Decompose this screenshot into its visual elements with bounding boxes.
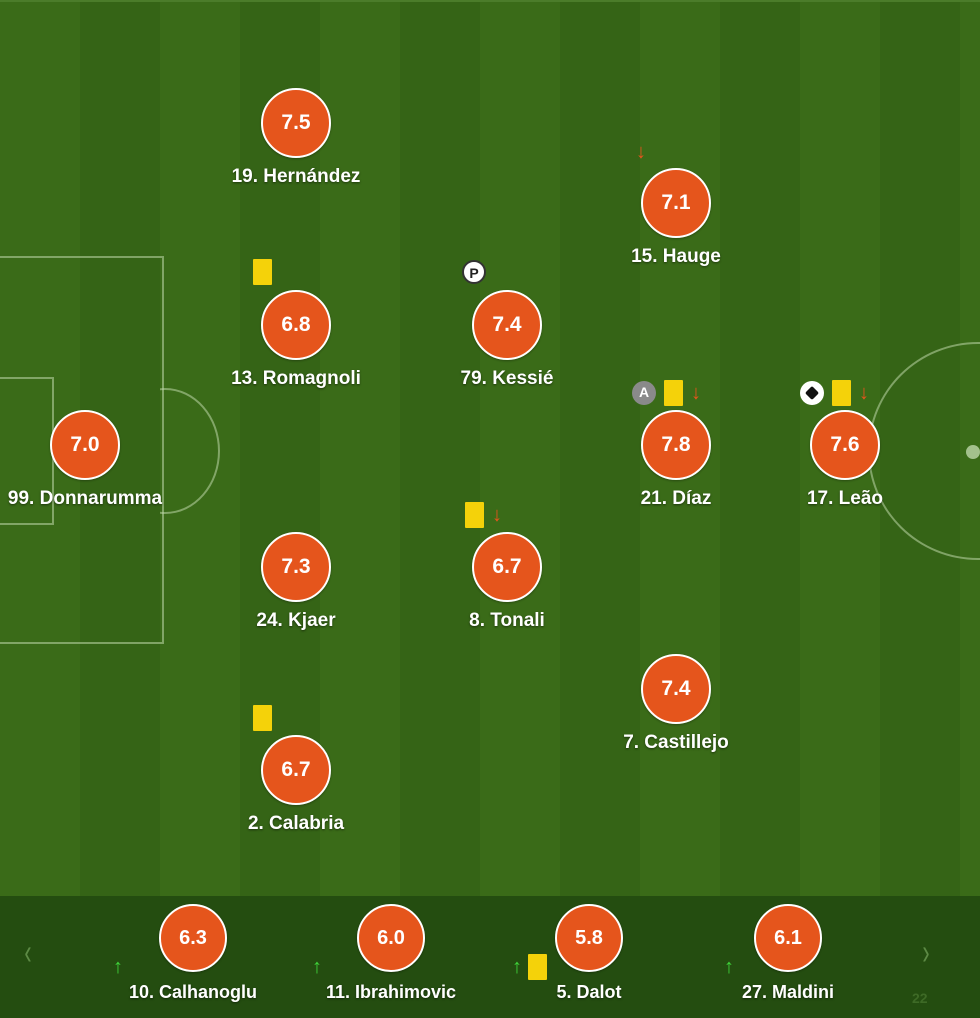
player-kessie-events: P [462,258,486,286]
player-rating: 7.3 [261,532,331,602]
substituted-on-icon: ↑ [724,956,734,978]
player-name: 15. Hauge [631,246,721,267]
player-rating: 7.0 [50,410,120,480]
player-leao[interactable]: 7.6 17. Leão [755,410,935,510]
player-tonali[interactable]: 6.7 8. Tonali [417,532,597,632]
player-name: 27. Maldini [741,982,835,1002]
substituted-off-icon: ↓ [636,141,646,163]
player-hauge-events: ↓ [636,138,646,166]
player-name: 8. Tonali [469,610,545,631]
player-name: 7. Castillejo [623,732,729,753]
bench-player-dalot[interactable]: 5.8 5. Dalot [489,904,689,1003]
player-calabria-events [253,704,272,732]
player-name: 10. Calhanoglu [128,982,258,1002]
player-hauge[interactable]: 7.1 15. Hauge [586,168,766,268]
substituted-off-icon: ↓ [691,382,701,404]
player-tonali-events: ↓ [465,501,502,529]
player-rating: 6.7 [261,735,331,805]
bench-dalot-events: ↑ [512,954,547,980]
yellow-card-icon [832,380,851,406]
player-diaz-events: A ↓ [632,379,701,407]
yellow-card-icon [253,705,272,731]
bench-player-ibrahimovic[interactable]: 6.0 11. Ibrahimovic [291,904,491,1003]
yellow-card-icon [528,954,547,980]
player-rating: 7.8 [641,410,711,480]
player-rating: 7.4 [641,654,711,724]
player-calabria[interactable]: 6.7 2. Calabria [206,735,386,835]
player-rating: 7.5 [261,88,331,158]
substituted-on-icon: ↑ [312,956,322,978]
bench-partial-player-number: 22 [912,990,928,1006]
player-rating: 7.1 [641,168,711,238]
player-name: 2. Calabria [247,813,345,834]
player-donnarumma[interactable]: 7.0 99. Donnarumma [0,410,175,510]
substituted-on-icon: ↑ [113,956,123,978]
player-name: 19. Hernández [231,166,361,187]
bench-ibrahimovic-events: ↑ [312,954,322,980]
player-rating: 5.8 [555,904,623,972]
player-rating: 7.6 [810,410,880,480]
player-rating: 6.7 [472,532,542,602]
bench-player-calhanoglu[interactable]: 6.3 10. Calhanoglu [93,904,293,1003]
pitch: 7.5 19. Hernández ↓ 7.1 15. Hauge 6.8 13… [0,0,980,896]
substituted-on-icon: ↑ [512,956,522,978]
player-name: 11. Ibrahimovic [325,982,457,1002]
player-kjaer[interactable]: 7.3 24. Kjaer [206,532,386,632]
player-rating: 6.3 [159,904,227,972]
player-name: 21. Díaz [640,488,712,509]
center-spot [966,445,980,459]
player-name: 5. Dalot [556,982,622,1002]
assist-icon: A [632,381,656,405]
player-rating: 6.1 [754,904,822,972]
player-rating: 6.8 [261,290,331,360]
player-name: 17. Leão [806,488,884,509]
player-diaz[interactable]: 7.8 21. Díaz [586,410,766,510]
player-romagnoli-events [253,258,272,286]
bench-strip: ‹ › ↑ 6.3 10. Calhanoglu ↑ 6.0 11. Ibrah… [0,896,980,1018]
player-rating: 7.4 [472,290,542,360]
player-romagnoli[interactable]: 6.8 13. Romagnoli [206,290,386,390]
player-name: 99. Donnarumma [7,488,163,509]
player-name: 79. Kessié [460,368,554,389]
player-hernandez[interactable]: 7.5 19. Hernández [206,88,386,188]
chevron-left-icon[interactable]: ‹ [24,931,32,972]
yellow-card-icon [253,259,272,285]
substituted-off-icon: ↓ [492,504,502,526]
player-kessie[interactable]: 7.4 79. Kessié [417,290,597,390]
substituted-off-icon: ↓ [859,382,869,404]
bench-calhanoglu-events: ↑ [113,954,123,980]
bench-maldini-events: ↑ [724,954,734,980]
player-castillejo[interactable]: 7.4 7. Castillejo [586,654,766,754]
player-name: 13. Romagnoli [231,368,361,389]
player-rating: 6.0 [357,904,425,972]
penalty-goal-icon: P [462,260,486,284]
bench-player-maldini[interactable]: 6.1 27. Maldini [688,904,888,1003]
chevron-right-icon[interactable]: › [922,931,930,972]
yellow-card-icon [465,502,484,528]
goal-ball-icon [800,381,824,405]
player-name: 24. Kjaer [256,610,336,631]
player-leao-events: ↓ [800,379,869,407]
yellow-card-icon [664,380,683,406]
